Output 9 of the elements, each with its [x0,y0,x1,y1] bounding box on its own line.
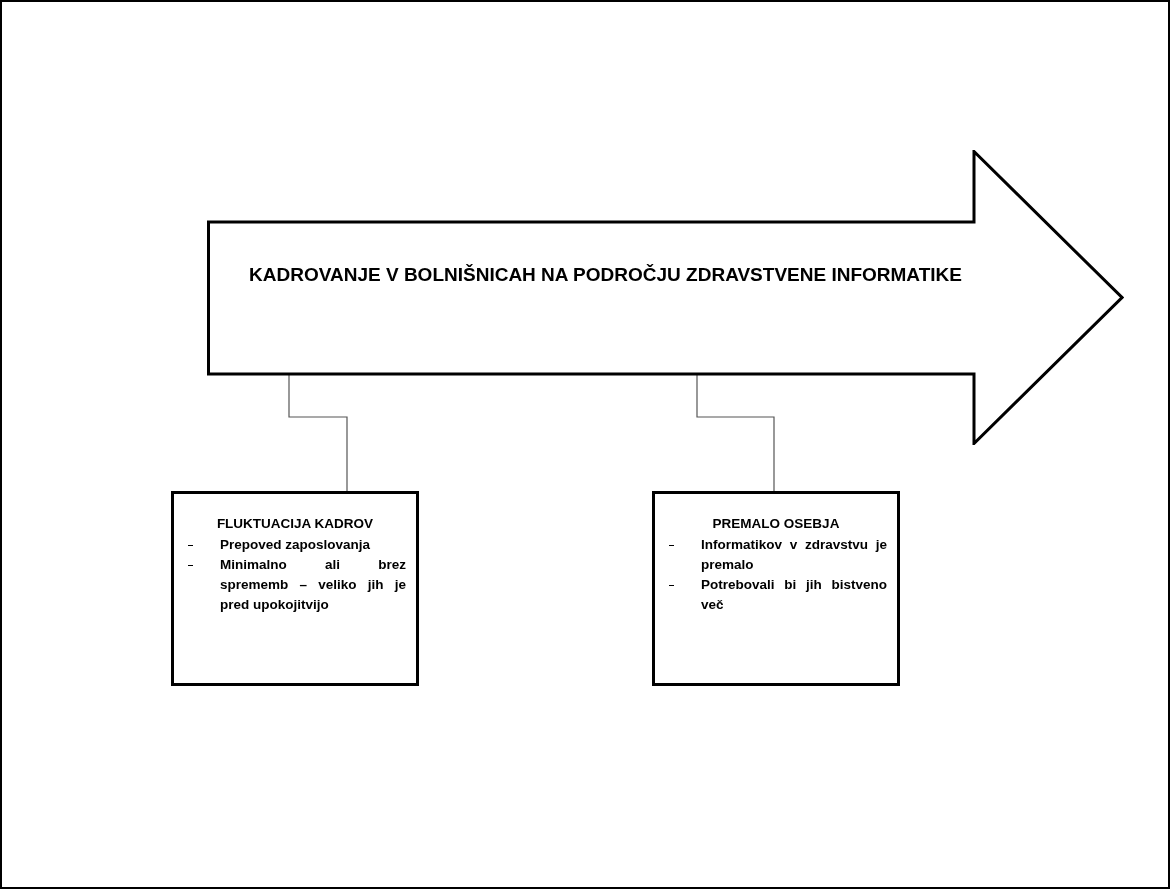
box-heading: FLUKTUACIJA KADROV [215,516,375,531]
bullet-text: Informatikov v zdravstvu je premalo [701,536,887,574]
box-heading: PREMALO OSEBJA [711,516,841,531]
bullet-text: Minimalno ali brez sprememb – veliko jih je pred upokojitvijo [220,556,406,614]
bullet-text: Prepoved zaposlovanja [220,536,372,554]
arrow-title: KADROVANJE V BOLNIŠNICAH NA PODROČJU ZDRAVSTVENE INFORMATIKE [248,263,963,287]
text-box [652,491,900,686]
text-box [171,491,419,686]
bullet-text: Potrebovali bi jih bistveno več [701,576,887,614]
